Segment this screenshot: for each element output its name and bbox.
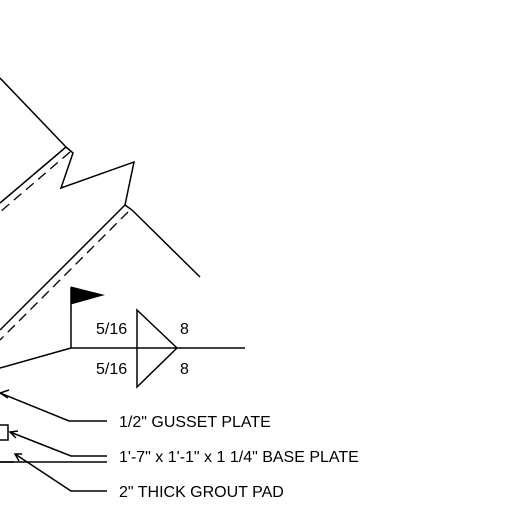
- base-plate-leader-arrow-icon: [8, 430, 19, 439]
- gusset-leader-arrow-icon: [0, 389, 10, 399]
- hidden-line-upper: [0, 151, 71, 213]
- weld-size-arrow-side: 5/16: [96, 321, 127, 338]
- hidden-line-upper-break: [0, 146, 67, 204]
- grout-pad-leader: [14, 453, 107, 492]
- weld-length-other-side: 8: [180, 361, 189, 378]
- break-line: [59, 146, 136, 211]
- gusset-upper-edge: [0, 77, 67, 148]
- gusset-leader: [0, 392, 107, 422]
- weld-size-other-side: 5/16: [96, 361, 127, 378]
- gusset-plate-outline: [0, 77, 201, 341]
- gusset-lower-edge: [0, 204, 126, 331]
- base-plate-fragment: [0, 424, 14, 463]
- base-plate-leader: [9, 431, 107, 457]
- field-weld-flag-icon: [70, 286, 105, 305]
- weld-symbol: 5/16 8 5/16 8: [0, 286, 245, 389]
- grout-pad-callout: 2" THICK GROUT PAD: [119, 484, 284, 501]
- grout-pad-leader-arrow-icon: [13, 453, 22, 462]
- weld-arrow-leader: [0, 347, 72, 369]
- fillet-weld-symbol-icon: [136, 308, 179, 389]
- gusset-plate-callout: 1/2" GUSSET PLATE: [119, 414, 271, 431]
- hidden-line-lower: [0, 211, 129, 341]
- base-plate-callout: 1'-7" x 1'-1" x 1 1/4" BASE PLATE: [119, 449, 359, 466]
- gusset-right-edge: [131, 209, 201, 278]
- callout-leaders: [0, 389, 107, 492]
- base-plate-edge: [0, 424, 9, 441]
- weld-length-arrow-side: 8: [180, 321, 189, 338]
